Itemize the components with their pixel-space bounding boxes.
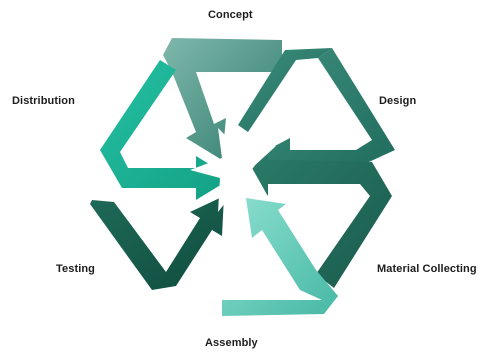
arrow-material (250, 148, 392, 288)
arrow-concept (163, 38, 282, 160)
label-design: Design (379, 95, 417, 107)
arrow-testing (90, 196, 224, 290)
label-concept: Concept (208, 9, 253, 21)
label-assembly: Assembly (205, 337, 258, 349)
arrow-distribution (100, 60, 232, 200)
label-material-collecting: Material Collecting (377, 263, 477, 275)
label-distribution: Distribution (12, 95, 75, 107)
label-testing: Testing (56, 263, 95, 275)
arrow-design (238, 48, 395, 178)
arrow-assembly (222, 198, 338, 316)
center-star (190, 118, 276, 212)
